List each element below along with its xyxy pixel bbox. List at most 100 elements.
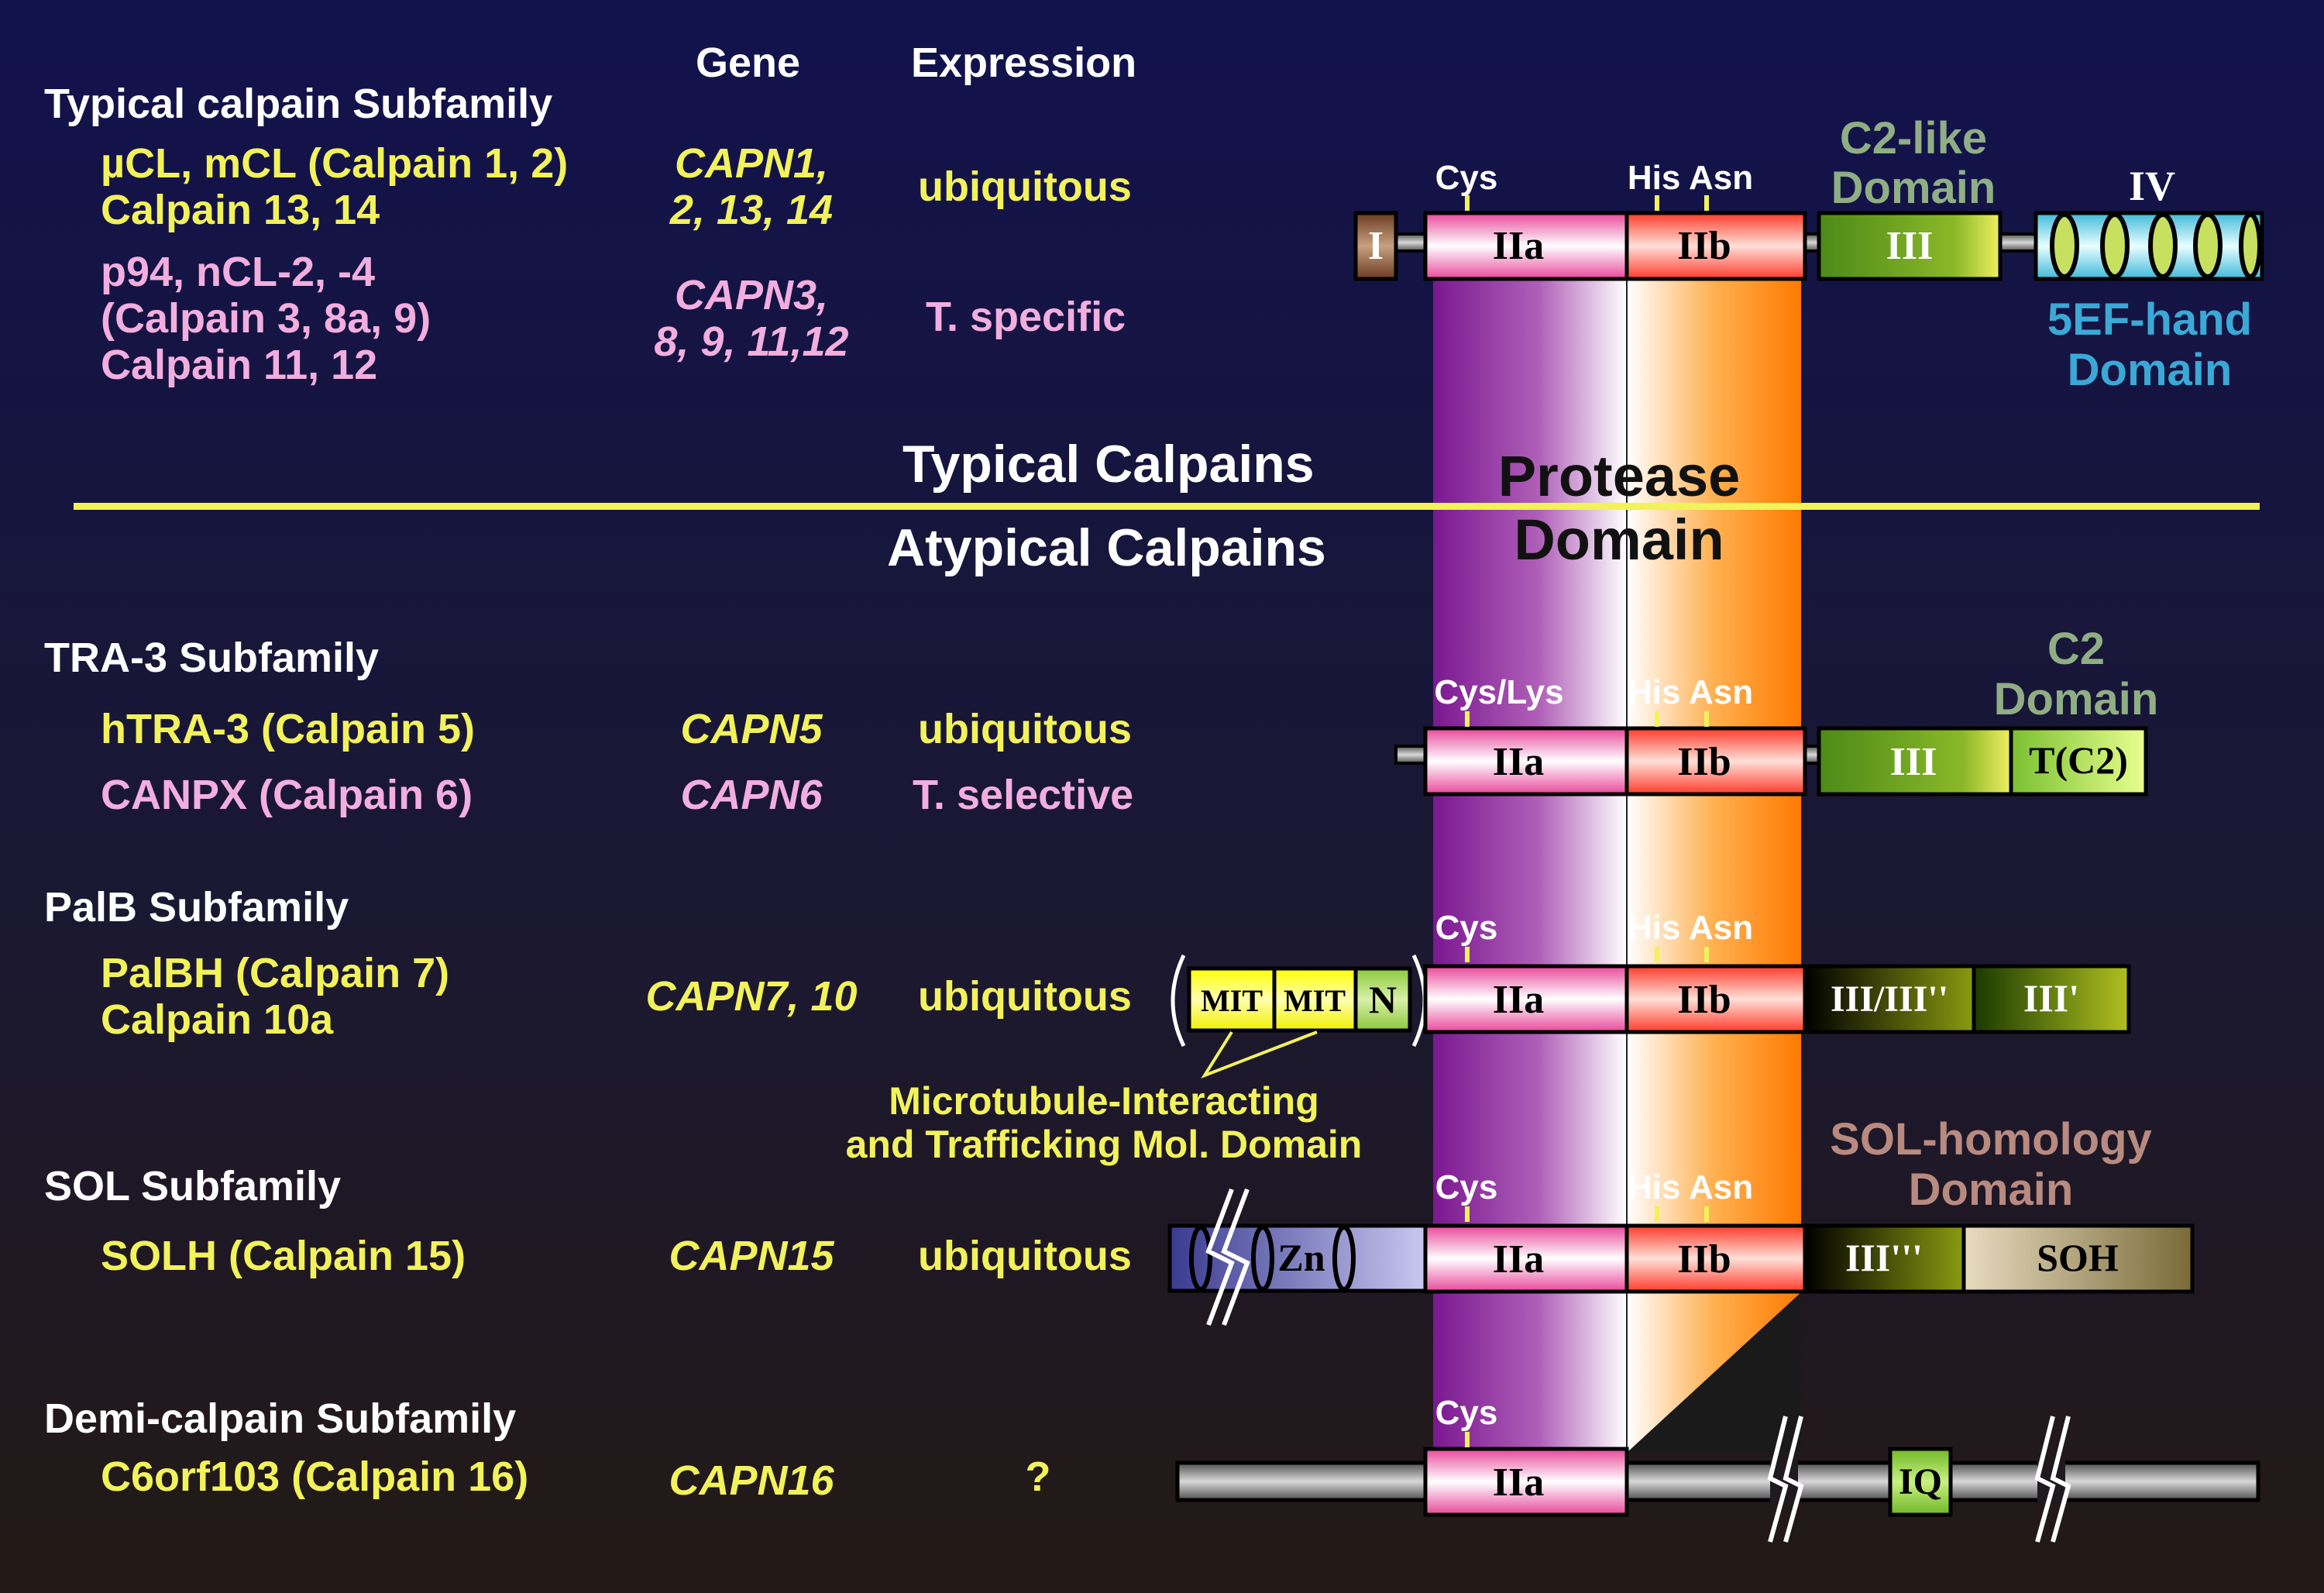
domain-IIb (1624, 726, 1807, 796)
domain-IQ (1888, 1447, 1953, 1517)
protease-column-cut (1627, 1292, 1801, 1453)
domain-III1-label: III' (2023, 976, 2079, 1020)
family-member-name: µCL, mCL (Calpain 1, 2) (101, 140, 569, 187)
cys-site-label: Cys (1435, 909, 1498, 947)
family-member-name: p94, nCL-2, -4 (101, 249, 376, 295)
domain-III-label: III (1890, 740, 1937, 784)
cys-site-tick (1465, 195, 1470, 211)
domain-SOH-label: SOH (2037, 1236, 2119, 1279)
domain-IIa-label: IIa (1493, 224, 1544, 268)
his-asn-site-label: His Asn (1628, 159, 1753, 197)
domain-IIb-label: IIb (1677, 740, 1731, 784)
ef-hand-domain-title: Domain (2068, 345, 2233, 395)
demi-backbone (1175, 1461, 2260, 1502)
ef-hand-marks (2050, 212, 2262, 279)
asn-site-tick (1704, 195, 1709, 211)
domain-N (1353, 966, 1412, 1033)
domain-III (1817, 211, 2003, 281)
domain-SOH (1961, 1223, 2195, 1294)
c2-like-domain-title: C2-like (1840, 113, 1987, 163)
demi-calpain-structure: IIa IQ Cys (1175, 1394, 2260, 1543)
domain-IIa-label: IIa (1493, 1461, 1544, 1505)
domain-IIa (1423, 1447, 1629, 1517)
cys-site-label: Cys (1435, 159, 1498, 197)
linker (1997, 232, 2039, 253)
protease-domain-label-1: Protease (1498, 444, 1741, 508)
sol-homology-domain-title: SOL-homology (1830, 1114, 2152, 1165)
cys-site-tick (1465, 947, 1470, 962)
family-member-name: SOLH (Calpain 15) (101, 1233, 466, 1279)
domain-TC2 (2009, 726, 2148, 796)
mit-callout-lines (1201, 1030, 1318, 1079)
gene-name: CAPN5 (680, 706, 823, 752)
sol-structure: Zn IIa IIb III''' SOH Cys His Asn SOL-ho… (1167, 1114, 2195, 1326)
atypical-calpains-label: Atypical Calpains (887, 518, 1326, 577)
typical-calpain-structure: I IIa IIb III IV Cys His Asn C2-like Dom… (1353, 113, 2264, 395)
gene-name: CAPN7, 10 (645, 973, 858, 1020)
domain-IIa-label: IIa (1493, 740, 1544, 784)
family-title-palb: PalB Subfamily (44, 884, 349, 931)
c2-domain-title: Domain (1994, 674, 2159, 724)
break-mark (1783, 1416, 1804, 1543)
his-asn-site-label: His Asn (1628, 909, 1753, 947)
cys-site-tick (1465, 1432, 1470, 1447)
his-site-tick (1655, 195, 1659, 211)
gene-name: CAPN6 (680, 772, 823, 818)
cys-site-tick (1465, 711, 1470, 727)
domain-IIa (1423, 726, 1629, 796)
family-member-name: hTRA-3 (Calpain 5) (101, 706, 476, 752)
domain-IIb-label: IIb (1677, 978, 1731, 1022)
cys-site-label: Cys (1435, 1168, 1498, 1206)
family-member-name: CANPX (Calpain 6) (101, 772, 473, 818)
domain-I (1353, 211, 1398, 281)
cys-site-tick (1465, 1206, 1470, 1222)
break-mark (2034, 1416, 2056, 1543)
expression-value: ubiquitous (918, 163, 1132, 210)
protease-domain-label-2: Domain (1514, 507, 1724, 572)
expression-value: T. selective (913, 772, 1134, 818)
family-title-demi: Demi-calpain Subfamily (44, 1395, 517, 1442)
family-title-sol: SOL Subfamily (44, 1163, 342, 1209)
domain-Zn-label: Zn (1277, 1236, 1325, 1279)
his-site-tick (1655, 711, 1659, 727)
expression-column-header: Expression (911, 40, 1137, 86)
ef-hand-domain-title: 5EF-hand (2047, 294, 2252, 345)
typical-calpains-label: Typical Calpains (902, 435, 1315, 494)
break-mark (1221, 1188, 1250, 1326)
palb-structure: MIT MIT N IIa IIb III/III'' III' Cys His… (1171, 909, 2131, 1079)
gene-name: 2, 13, 14 (669, 187, 834, 233)
domain-IIa-label: IIa (1493, 1237, 1544, 1282)
expression-value: T. specific (926, 294, 1126, 340)
domain-IQ-label: IQ (1899, 1461, 1942, 1502)
gene-name: CAPN16 (669, 1457, 834, 1504)
protease-column-iib (1627, 256, 1801, 1453)
family-member-name: Calpain 11, 12 (101, 342, 378, 388)
expression-value: ubiquitous (918, 973, 1132, 1020)
family-member-name: Calpain 10a (101, 996, 334, 1043)
domain-IIb-label: IIb (1677, 224, 1731, 268)
typical-atypical-separator (74, 503, 2260, 510)
expression-value: ubiquitous (918, 1233, 1132, 1279)
his-asn-site-label: His Asn (1628, 673, 1753, 711)
cys-lys-site-label: Cys/Lys (1434, 673, 1563, 711)
domain-III-label: III (1886, 224, 1934, 268)
expression-value: ubiquitous (918, 706, 1132, 752)
family-member-name: Calpain 13, 14 (101, 187, 380, 233)
family-member-name: C6orf103 (Calpain 16) (101, 1454, 529, 1500)
domain-III3 (1803, 1223, 1966, 1294)
mit-caption-line: Microtubule-Interacting (889, 1079, 1319, 1123)
family-member-name: PalBH (Calpain 7) (101, 950, 450, 996)
domain-III1 (1972, 964, 2131, 1034)
domain-IIa (1423, 964, 1629, 1034)
asn-site-tick (1704, 711, 1709, 727)
domain-III3-label: III''' (1845, 1236, 1923, 1279)
zn-finger-marks (1189, 1225, 1356, 1292)
mit-caption-line: and Trafficking Mol. Domain (845, 1123, 1363, 1166)
gene-name: 8, 9, 11,12 (654, 318, 849, 365)
domain-III-III2-label: III/III'' (1831, 979, 1948, 1020)
family-title-typical: Typical calpain Subfamily (44, 81, 553, 127)
tra3-structure: IIa IIb III T(C2) Cys/Lys His Asn C2 Dom… (1394, 624, 2159, 796)
domain-I-label: I (1368, 224, 1384, 268)
cys-site-label: Cys (1435, 1394, 1498, 1432)
